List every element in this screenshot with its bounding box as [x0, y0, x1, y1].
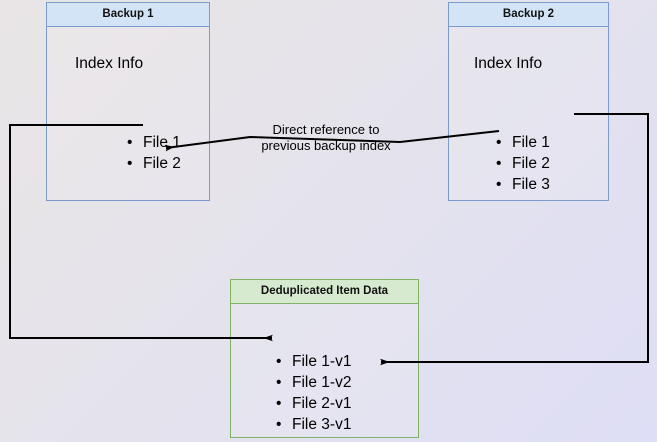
list-item: File 1-v1 [274, 351, 351, 372]
node-backup-1-header: Backup 1 [47, 3, 209, 27]
list-item: File 1-v2 [274, 372, 351, 393]
list-item: File 2 [494, 153, 550, 174]
node-backup-1-body: Index Info File 1 File 2 [47, 27, 209, 200]
node-backup-1[interactable]: Backup 1 Index Info File 1 File 2 [46, 2, 210, 201]
list-item: File 2 [125, 153, 181, 174]
list-item: File 1 [125, 132, 181, 153]
node-backup-1-title: Index Info [75, 55, 144, 72]
node-backup-2-title: Index Info [474, 55, 543, 72]
list-item: File 1 [494, 132, 550, 153]
node-backup-1-file-list: File 1 File 2 [125, 132, 181, 174]
node-deduplicated-item-data[interactable]: Deduplicated Item Data File 1-v1 File 1-… [230, 279, 419, 438]
list-item: File 3 [494, 174, 550, 195]
edge-label-line-1: Direct reference to [272, 122, 380, 137]
node-backup-2-header: Backup 2 [449, 3, 608, 27]
list-item: File 3-v1 [274, 414, 351, 435]
node-backup-2-body: Index Info File 1 File 2 File 3 [449, 27, 608, 200]
node-backup-2[interactable]: Backup 2 Index Info File 1 File 2 File 3 [448, 2, 609, 201]
node-backup-2-file-list: File 1 File 2 File 3 [494, 132, 550, 195]
edge-label-line-2: previous backup index [261, 138, 391, 153]
node-deduplicated-item-data-list: File 1-v1 File 1-v2 File 2-v1 File 3-v1 [274, 351, 351, 435]
edge-label-direct-reference: Direct reference to previous backup inde… [251, 122, 401, 154]
node-deduplicated-item-data-header: Deduplicated Item Data [231, 280, 418, 304]
node-deduplicated-item-data-body: File 1-v1 File 1-v2 File 2-v1 File 3-v1 [231, 304, 418, 437]
list-item: File 2-v1 [274, 393, 351, 414]
